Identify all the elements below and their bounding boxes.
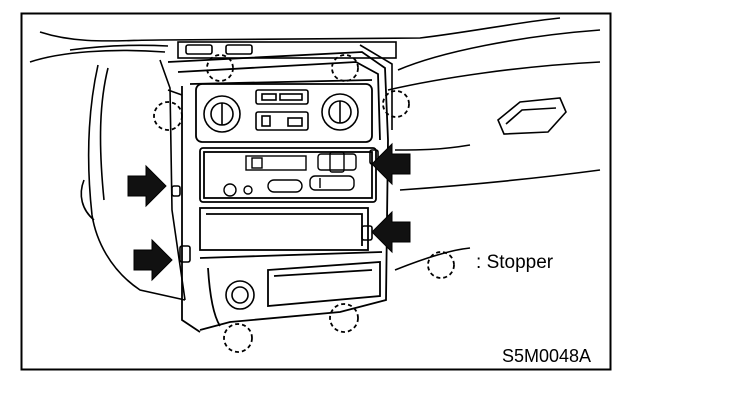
stopper-marker [382, 90, 410, 118]
glovebox-handle [497, 97, 567, 135]
left-side-trim [80, 59, 186, 301]
arrow-left-icon [371, 142, 411, 186]
arrows [127, 142, 411, 282]
dashboard-outline [29, 17, 601, 271]
arrow-left-icon [371, 210, 411, 254]
stopper-marker [223, 323, 253, 353]
stopper-markers [153, 54, 455, 353]
figure-code: S5M0048A [502, 346, 592, 366]
top-switch-panel [177, 41, 397, 59]
stopper-legend: : Stopper [476, 250, 553, 276]
stopper-marker [153, 101, 183, 131]
arrow-right-icon [127, 164, 167, 208]
legend-colon: : [476, 252, 482, 273]
radio-unit [223, 151, 357, 197]
stopper-marker [206, 54, 234, 82]
lower-console-detail [171, 149, 379, 310]
stopper-marker [329, 303, 359, 333]
stopper-marker [331, 54, 359, 82]
figure-frame [20, 12, 612, 371]
stopper-legend-label: Stopper [486, 252, 554, 273]
climate-controls [203, 89, 359, 133]
stopper-legend-marker [427, 251, 455, 279]
arrow-right-icon [133, 238, 173, 282]
